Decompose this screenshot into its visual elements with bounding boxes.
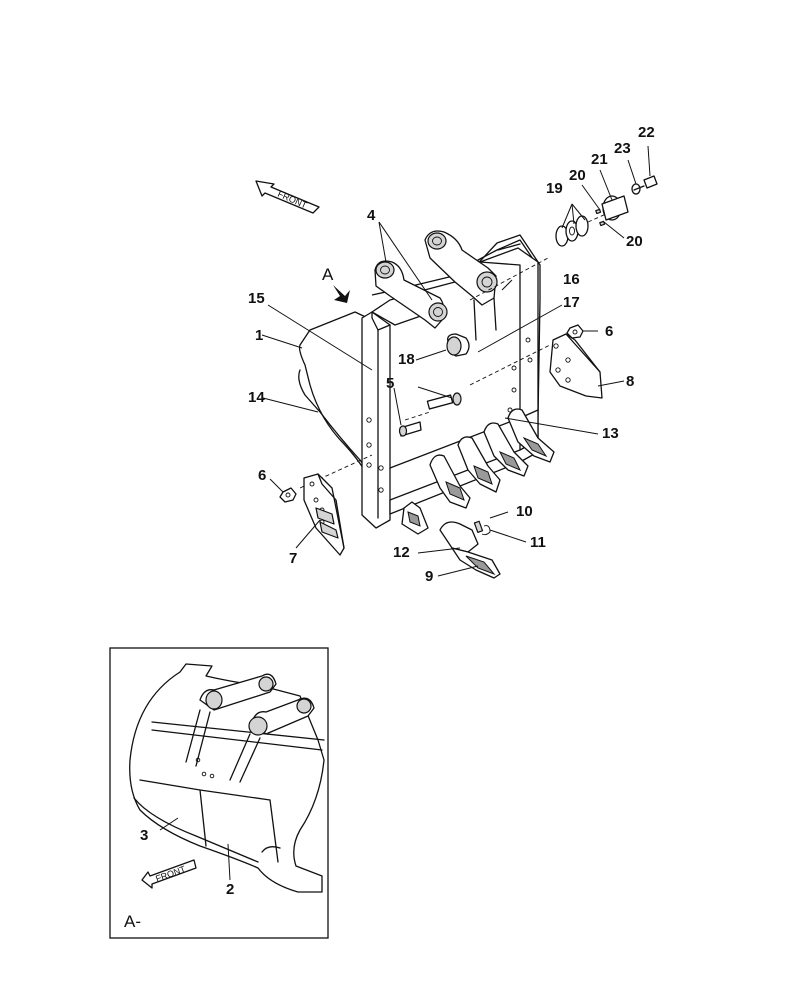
callout-8: 8 (626, 373, 634, 390)
side-cutter-7 (303, 473, 345, 556)
callout-12: 12 (393, 544, 410, 561)
teeth-row (401, 408, 555, 535)
callout-14: 14 (248, 389, 265, 406)
callout-6-right: 6 (605, 323, 613, 340)
callout-21: 21 (591, 151, 608, 168)
callout-3: 3 (140, 827, 148, 844)
view-a-letter: A (322, 265, 334, 284)
callout-20-top: 20 (569, 167, 586, 184)
detail-view-label: A- (124, 912, 141, 931)
loose-tooth-assembly (439, 520, 501, 579)
callout-17: 17 (563, 294, 580, 311)
front-arrow-label: FRONT (276, 189, 309, 211)
callout-2: 2 (226, 881, 234, 898)
callout-13: 13 (602, 425, 619, 442)
callout-11: 11 (530, 534, 546, 551)
nut-6-left (279, 487, 297, 503)
leader-lines (261, 145, 651, 577)
front-direction-arrow: FRONT (255, 180, 320, 214)
callout-7: 7 (289, 550, 297, 567)
callout-numbers: 1 4 5 6 6 7 8 9 10 11 12 13 14 15 16 17 … (248, 124, 655, 585)
callout-23: 23 (614, 140, 631, 157)
pin-axis-line (469, 257, 549, 301)
bolt-axis-line (404, 411, 431, 421)
callout-20-bottom: 20 (626, 233, 643, 250)
nut-6-right (566, 324, 584, 339)
tooth-5 (507, 408, 555, 463)
callout-15: 15 (248, 290, 265, 307)
detail-view-a: 3 2 FRONT A- (109, 647, 329, 939)
callout-19: 19 (546, 180, 563, 197)
link-brackets (374, 230, 498, 341)
callout-18: 18 (398, 351, 415, 368)
side-cutter-8 (549, 333, 603, 399)
pin-retainer-stack (555, 175, 658, 247)
tooth-3 (457, 436, 501, 493)
callout-9: 9 (425, 568, 433, 585)
callout-22: 22 (638, 124, 655, 141)
view-a-marker: A (322, 265, 350, 303)
bucket-body (298, 234, 541, 529)
callout-1: 1 (255, 327, 263, 344)
tooth-4 (483, 422, 529, 477)
side-cutter-axis-right (469, 344, 551, 386)
bolt-5 (398, 392, 462, 437)
callout-5: 5 (386, 375, 394, 392)
callout-16: 16 (563, 271, 580, 288)
callout-10: 10 (516, 503, 533, 520)
bushing-18 (446, 333, 470, 357)
callout-6-left: 6 (258, 467, 266, 484)
tooth-2 (429, 454, 471, 509)
side-cutter-axis-left (299, 454, 373, 489)
callout-4: 4 (367, 207, 376, 224)
tooth-1 (401, 501, 429, 535)
